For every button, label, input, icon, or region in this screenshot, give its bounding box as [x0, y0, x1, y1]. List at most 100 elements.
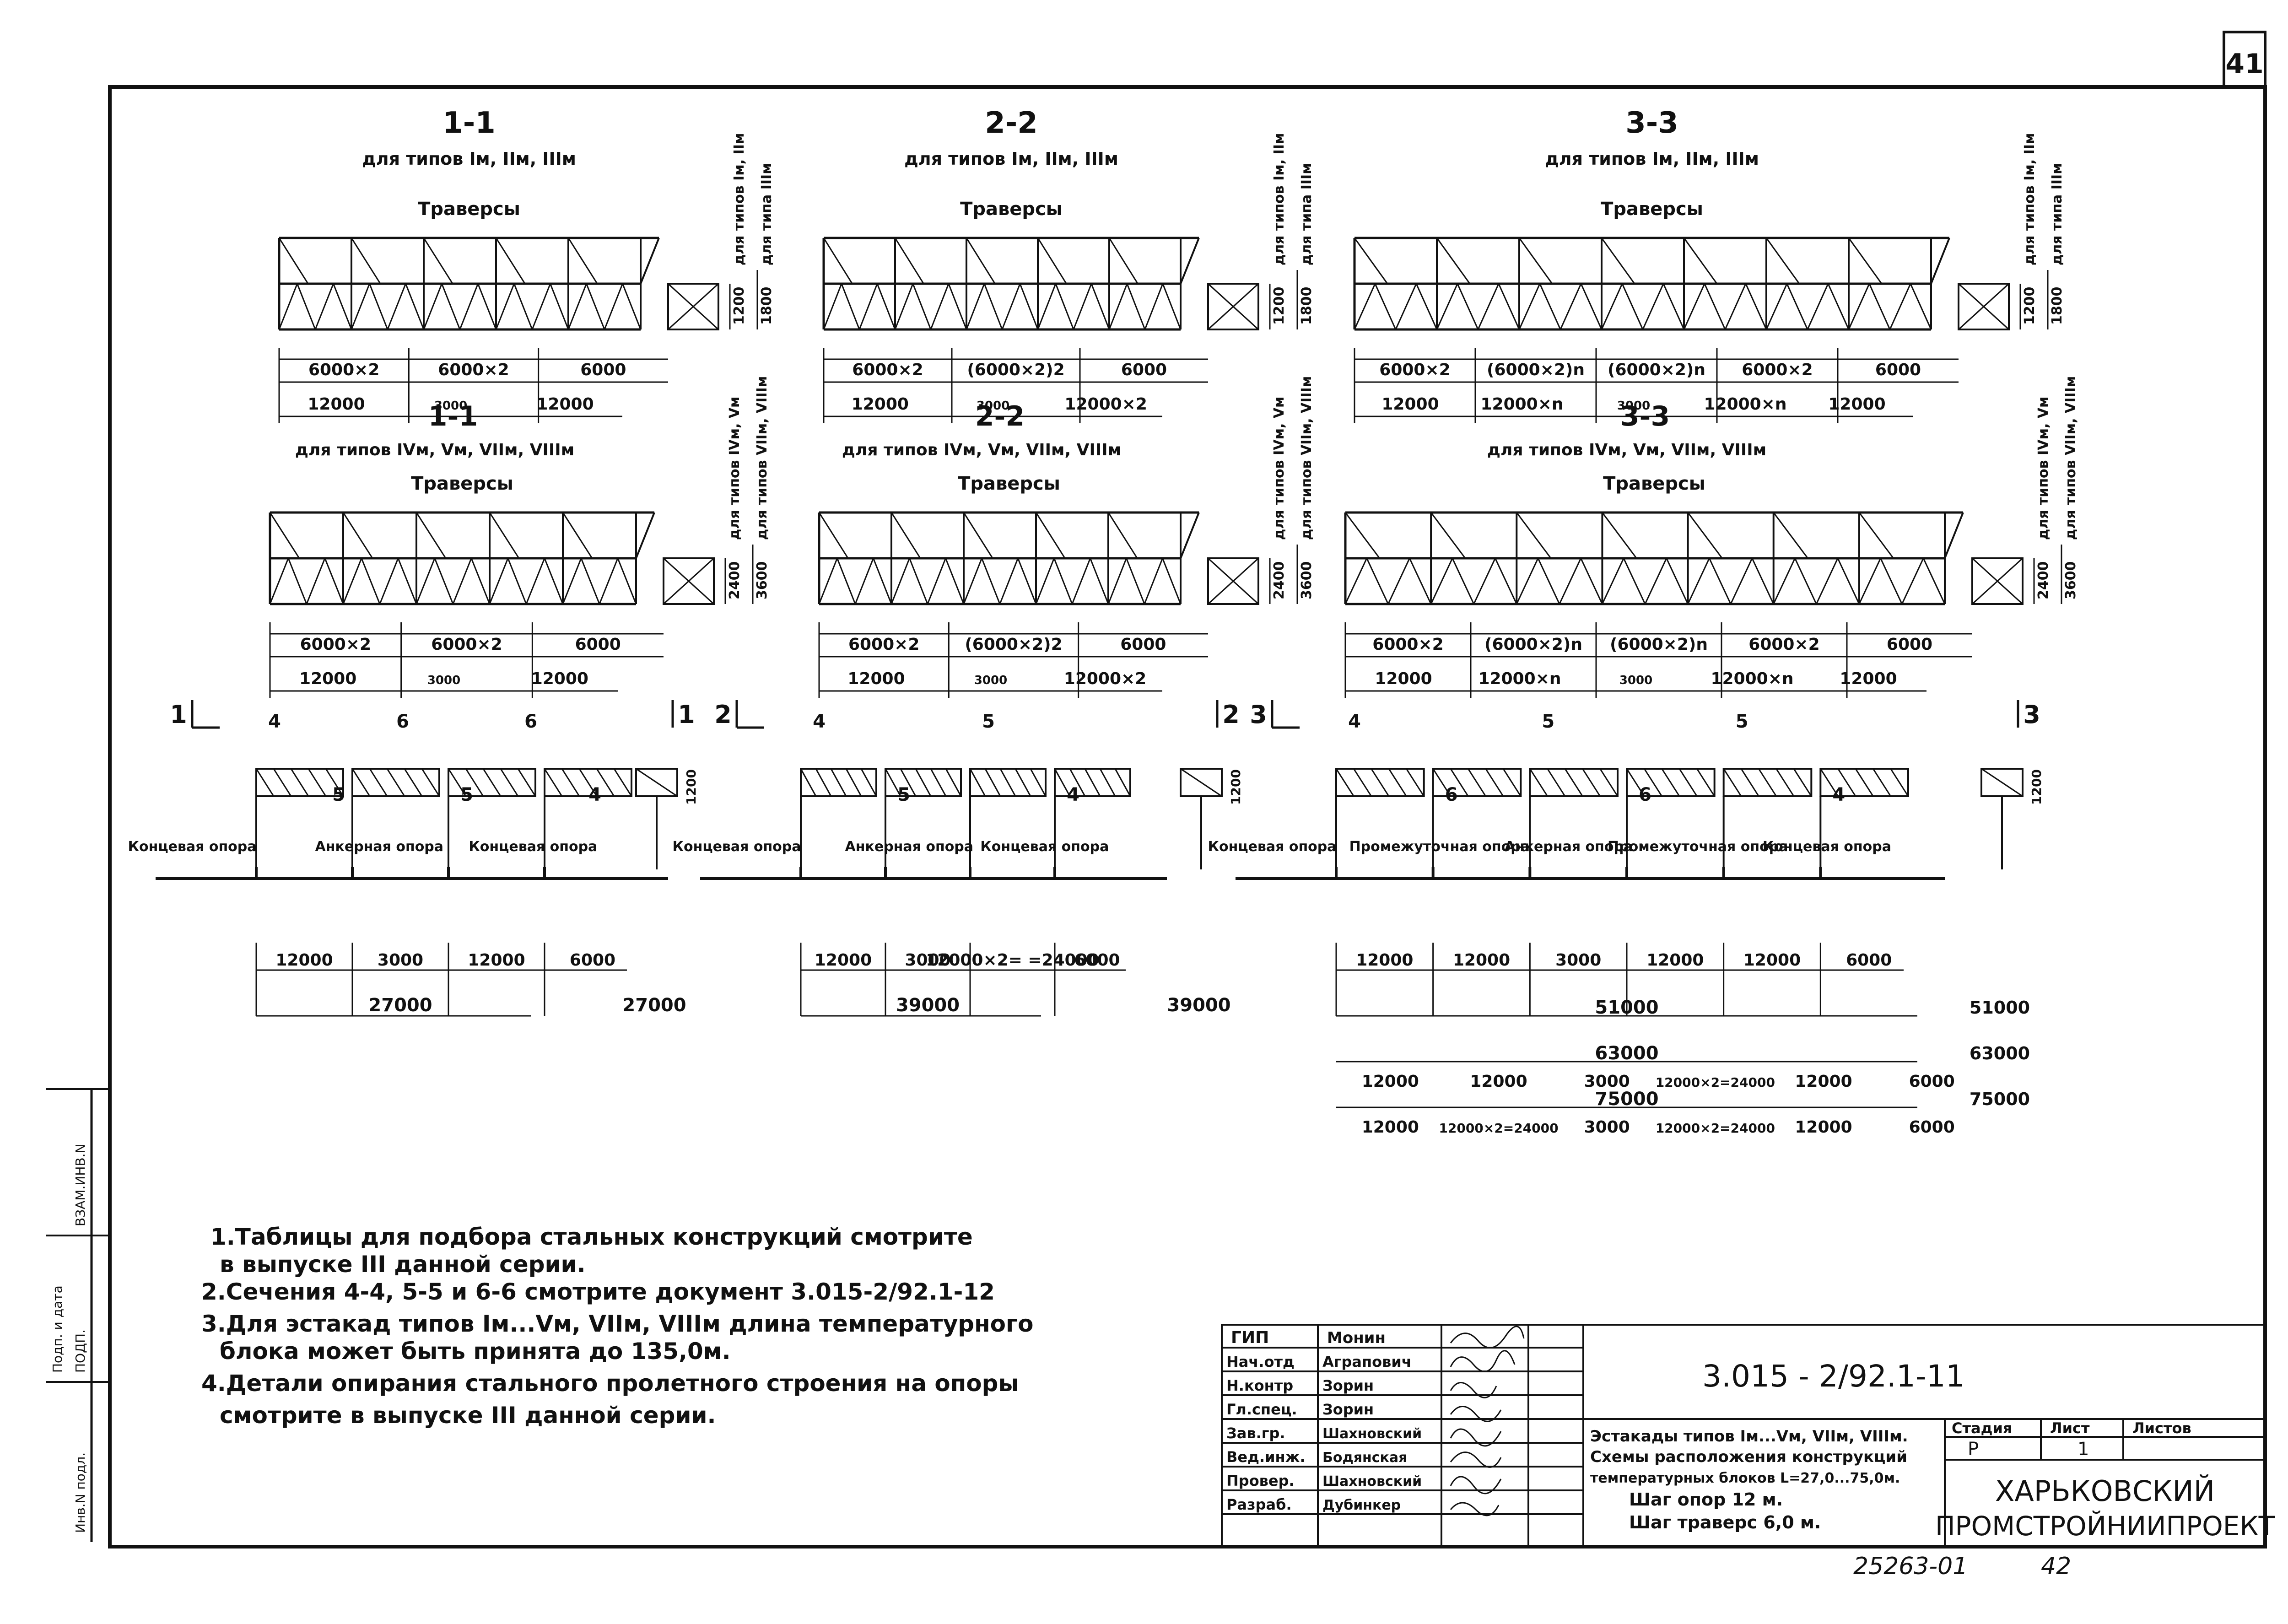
support-base: [1043, 867, 1066, 880]
truss-diagonal: [1858, 558, 1882, 604]
truss-diagonal: [416, 558, 436, 604]
span-diagonal: [1740, 768, 1759, 797]
traverse-brace: [342, 512, 373, 559]
truss-diagonal: [841, 283, 860, 330]
title-block: [1221, 1324, 2266, 1548]
span-diagonal: [1114, 768, 1131, 797]
traverse-label: Траверсы: [960, 199, 1063, 220]
truss-diagonal: [333, 283, 352, 330]
end-span-diagonal: [636, 768, 678, 797]
support-base: [1421, 867, 1445, 880]
section-marker: 4: [1067, 784, 1079, 805]
side-label-1: для типов Iм, IIм: [731, 133, 747, 265]
stamp-rows: ГИП Монин Нач.отд Аграпович Н.контр Зори…: [1226, 1328, 1422, 1513]
span-diagonal: [325, 768, 344, 797]
truss-diagonal: [470, 558, 491, 604]
span-diagonal: [1890, 768, 1909, 797]
traverse-brace: [1344, 512, 1381, 559]
truss-diagonal: [1560, 283, 1582, 330]
truss-diagonal: [1580, 283, 1603, 330]
plan-dim-value: 3000: [1555, 951, 1601, 970]
span-diagonal: [1837, 768, 1856, 797]
traverse-brace: [1858, 512, 1894, 559]
truss-diagonal: [361, 558, 381, 604]
span-diagonal: [1388, 768, 1407, 797]
truss-diagonal: [278, 283, 298, 330]
traverse-label: Траверсы: [418, 199, 520, 220]
support-label: Анкерная опора: [315, 839, 443, 855]
plan-segment-value: 12000: [1795, 1072, 1852, 1091]
traverse-brace: [1848, 237, 1883, 284]
traverse-brace: [1516, 512, 1552, 559]
truss-diagonal: [1144, 558, 1163, 604]
canopy-end: [1930, 237, 1950, 284]
cut-marker-right: 1: [678, 700, 695, 729]
plan-total: 63000: [1595, 1043, 1658, 1064]
dim-row1-value: 6000: [575, 635, 621, 654]
sheet-number: 41: [2225, 48, 2264, 80]
traverse-brace: [1035, 512, 1066, 559]
stamp-name-7: Дубинкер: [1322, 1497, 1401, 1513]
stamp-name-2: Зорин: [1322, 1377, 1374, 1394]
plan-dim-value: 12000: [815, 951, 872, 970]
plan-dim-value: 12000: [275, 951, 333, 970]
span-diagonal: [1054, 768, 1071, 797]
span-diagonal: [351, 768, 371, 797]
side-label-2: для типа IIIм: [2049, 163, 2065, 265]
truss-diagonal: [1035, 558, 1055, 604]
sheets-label: Листов: [2132, 1419, 2191, 1437]
stamp-role-1: Нач.отд: [1226, 1353, 1295, 1370]
span-diagonal: [800, 768, 817, 797]
dim-row1-value: 6000×2: [1379, 361, 1450, 379]
end-module: [1971, 557, 2024, 605]
section-subtitle: для типов Iм, IIм, IIIм: [362, 149, 576, 169]
span-diagonal: [900, 768, 917, 797]
span-truss: [448, 768, 536, 797]
support-label: Концевая опора: [128, 839, 256, 855]
end-module-diagonal: [1207, 557, 1259, 605]
truss-diagonal: [966, 283, 985, 330]
signatures: [1450, 1326, 1525, 1516]
plan-total-right: 75000: [1970, 1089, 2030, 1109]
traverse-brace: [1430, 512, 1466, 559]
stamp-role-6: Провер.: [1226, 1472, 1295, 1489]
note-line-4: 3.Для эстакад типов Iм...Vм, VIIм, VIIIм…: [201, 1311, 1033, 1337]
page-number: 42: [2041, 1553, 2071, 1580]
truss-diagonal: [379, 558, 399, 604]
truss-diagonal: [525, 558, 545, 604]
span-diagonal: [1099, 768, 1116, 797]
span-diagonal: [845, 768, 862, 797]
plan-total: 39000: [896, 995, 960, 1016]
span-diagonal: [1678, 768, 1698, 797]
span-diagonal: [1793, 768, 1812, 797]
side-label-1: для типов Iм, IIм: [2022, 133, 2038, 265]
span-truss: [351, 768, 440, 797]
notes: 1.Таблицы для подбора стальных конструкц…: [201, 1224, 1033, 1429]
truss-diagonal: [912, 283, 932, 330]
end-module: [1958, 283, 2010, 330]
section-marker: 4: [813, 711, 826, 732]
plan-dim-value: 6000: [1074, 951, 1120, 970]
plan-segment-value: 3000: [1584, 1072, 1630, 1091]
span-diagonal: [1758, 768, 1777, 797]
section-subtitle: для типов IVм, Vм, VIIм, VIIIм: [842, 441, 1121, 459]
truss-diagonal: [1848, 283, 1870, 330]
truss-diagonal: [1601, 283, 1623, 330]
truss-diagonal: [1815, 558, 1839, 604]
stamp-name-1: Аграпович: [1322, 1353, 1412, 1370]
truss-diagonal: [1880, 558, 1903, 604]
cut-marker-left: 1: [170, 700, 187, 729]
plan-total-right: 27000: [622, 995, 686, 1016]
dim-row1-value: (6000×2)n: [1484, 635, 1582, 654]
truss-diagonal: [324, 558, 344, 604]
truss-diagonal: [1053, 558, 1073, 604]
span-diagonal: [369, 768, 388, 797]
span-diagonal: [1855, 768, 1874, 797]
plan-dim-value: 12000: [1743, 951, 1801, 970]
truss-diagonal: [1559, 558, 1582, 604]
end-module: [667, 283, 719, 330]
section-title: 2-2: [975, 400, 1025, 432]
plan-height: 1200: [2029, 769, 2044, 805]
